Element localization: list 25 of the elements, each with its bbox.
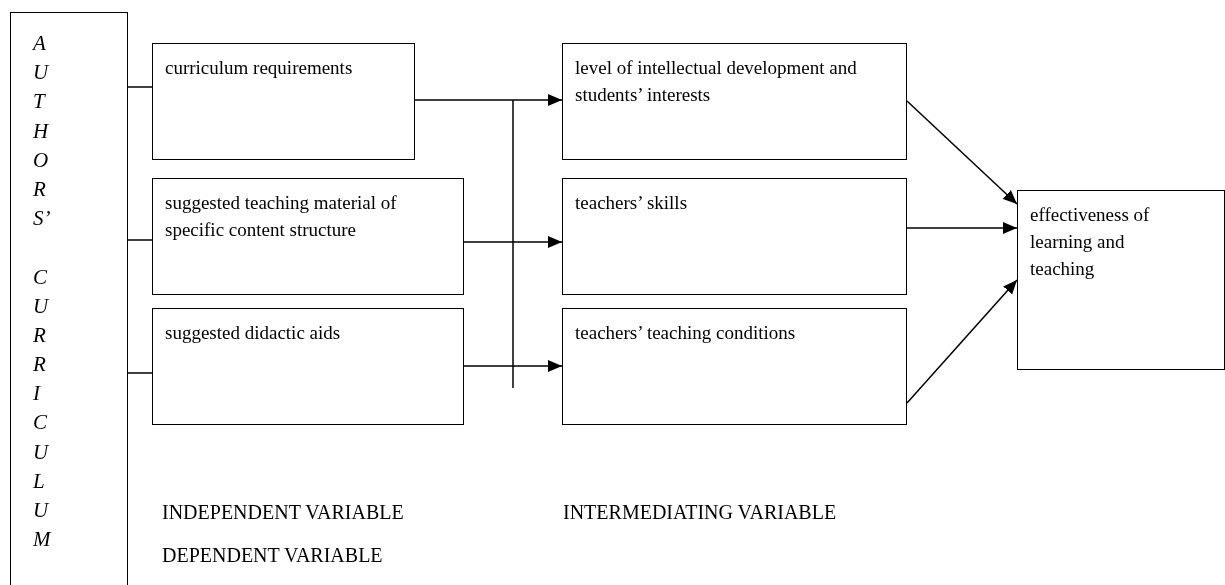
axis-label: INTERMEDIATING VARIABLE xyxy=(563,500,837,525)
variable-box xyxy=(562,308,907,425)
variable-box xyxy=(562,178,907,295)
box-text: teachers’ teaching conditions xyxy=(575,321,797,345)
axis-label: DEPENDENT VARIABLE xyxy=(162,543,383,568)
box-text: curriculum requirements xyxy=(165,56,354,80)
arrow xyxy=(463,236,563,248)
box-text: teachers’ skills xyxy=(575,191,689,215)
variable-box xyxy=(10,12,128,585)
box-text: suggested teaching material of specific content structure xyxy=(165,191,398,242)
arrow xyxy=(906,222,1018,234)
box-text: effectiveness of learning and teaching xyxy=(1030,203,1151,281)
variable-box xyxy=(562,43,907,160)
box-text: level of intellectual development and students’ interests xyxy=(575,56,858,107)
arrow xyxy=(414,94,563,106)
variable-box xyxy=(152,43,415,160)
box-text: suggested didactic aids xyxy=(165,321,342,345)
variable-box xyxy=(152,178,464,295)
vertical-text: AUTHORS’ CURRICULUM xyxy=(33,30,53,554)
variable-box xyxy=(1017,190,1225,370)
variable-box xyxy=(152,308,464,425)
arrow xyxy=(906,279,1018,404)
arrow xyxy=(463,360,563,372)
arrow xyxy=(906,100,1018,205)
axis-label: INDEPENDENT VARIABLE xyxy=(162,500,404,525)
